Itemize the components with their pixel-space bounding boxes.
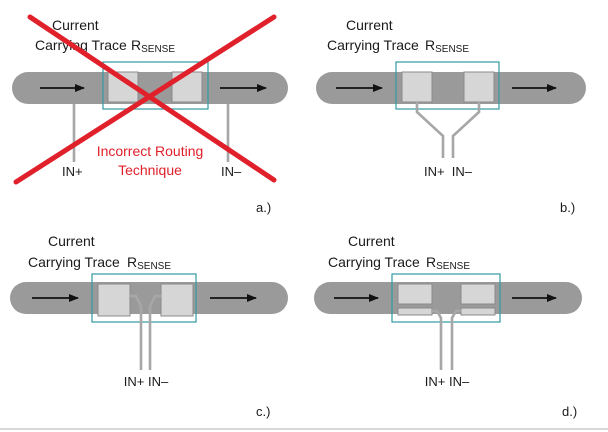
panel-b: Current Carrying Trace RSENSE IN+ IN– b.… [316,17,586,215]
panel-c-current-trace [10,282,288,314]
panel-c-pins: IN+ IN– [124,374,169,389]
panel-b-pins: IN+ IN– [424,164,473,179]
panel-d-title-line2: Carrying Trace [328,254,420,270]
panel-b-pad-left [401,71,433,103]
panel-b-rsense-frame [395,61,500,110]
panel-d-title-line1: Current [348,233,395,249]
panel-b-rsense-main: R [425,37,435,53]
panel-a-rsense-label: RSENSE [131,37,175,55]
panel-d-wire-plus [432,309,443,370]
panel-d-rsense-label: RSENSE [426,254,470,272]
panel-d-rsense-main: R [426,254,436,270]
panel-a: Current Carrying Trace RSENSE IN+ IN– In… [12,14,288,215]
panel-c: Current Carrying Trace RSENSE IN+ IN– c.… [10,233,288,419]
panel-b-title-line1: Current [346,17,393,33]
panel-d-rsense-frame [391,273,501,323]
panel-d-rsense-sub: SENSE [436,261,470,272]
panel-a-warning-line1: Incorrect Routing [97,143,204,159]
panel-b-title-line2: Carrying Trace [327,37,419,53]
panel-a-pin-plus: IN+ [62,164,83,179]
panel-b-pad-right [463,71,495,103]
panel-c-rsense-frame [91,273,197,323]
panel-c-rsense-main: R [127,254,137,270]
panel-a-title-line2: Carrying Trace [35,37,127,53]
panel-d-current-trace [314,282,582,314]
panel-d-wire-minus [450,309,461,370]
panel-d-pad-left [397,283,433,305]
panel-d-pad-right-sense [460,307,496,316]
panel-c-title-line2: Carrying Trace [28,254,120,270]
panel-a-cross-line-2 [13,14,277,185]
panel-a-cross-line-1 [27,14,277,183]
panel-c-rsense-sub: SENSE [137,261,171,272]
panel-c-wire-plus [130,294,143,370]
panel-b-rsense-sub: SENSE [435,44,469,55]
panel-c-pad-right [160,283,194,317]
panel-c-title-line1: Current [48,233,95,249]
panel-a-title-line1: Current [52,17,99,33]
panel-d: Current Carrying Trace RSENSE IN+ IN– d.… [314,233,582,419]
panel-d-letter: d.) [562,404,577,419]
panel-b-rsense-label: RSENSE [425,37,469,55]
panel-b-wire-plus [415,102,445,158]
panel-c-pad-left [97,283,131,317]
panel-a-rsense-sub: SENSE [141,44,175,55]
panel-c-rsense-label: RSENSE [127,254,171,272]
panel-c-letter: c.) [256,404,270,419]
panel-c-wire-minus [148,294,161,370]
panel-a-warning-line2: Technique [118,162,182,178]
panel-a-pin-minus: IN– [221,164,242,179]
panel-a-rsense-frame [102,61,209,110]
panel-d-pins: IN+ IN– [425,374,470,389]
panel-a-current-trace [12,72,288,104]
panel-d-pad-right [460,283,496,305]
panel-b-letter: b.) [560,200,575,215]
panel-b-current-trace [316,72,586,104]
panel-b-wire-minus [451,102,481,158]
panel-a-rsense-main: R [131,37,141,53]
panel-a-letter: a.) [256,200,271,215]
panel-d-pad-left-sense [397,307,433,316]
